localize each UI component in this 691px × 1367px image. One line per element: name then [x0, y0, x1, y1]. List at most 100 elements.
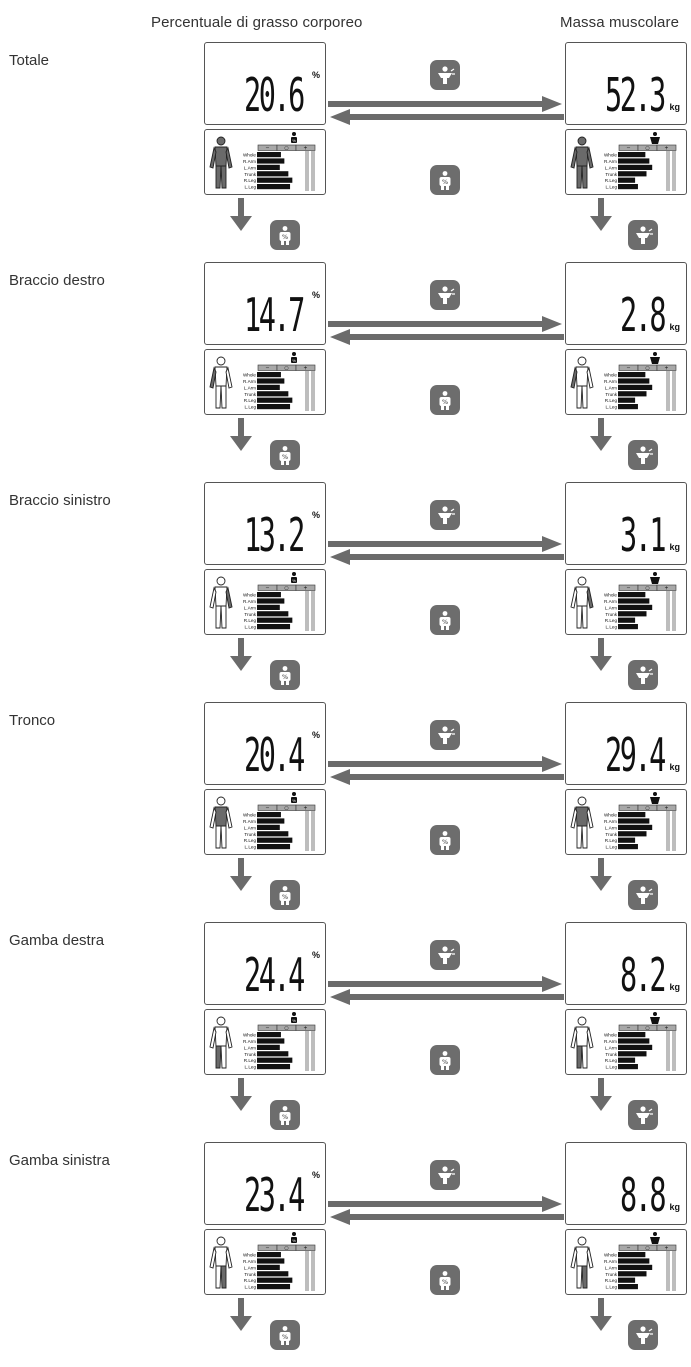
- arrow-left: [330, 769, 564, 785]
- figure-right-arm: [209, 1026, 217, 1049]
- figure-left-leg: [581, 825, 588, 849]
- figure-right-leg: [576, 825, 583, 849]
- arrow-left: [330, 329, 564, 345]
- muscle-mode-icon[interactable]: [430, 60, 460, 90]
- segment-bar: [257, 831, 289, 837]
- scale-mark: ○: [645, 366, 649, 372]
- figure-left-leg: [220, 385, 227, 409]
- fat-mode-icon[interactable]: %: [270, 660, 300, 690]
- figure-right-leg: [215, 385, 222, 409]
- segment-label: Trunk: [244, 1272, 256, 1277]
- scale-header: −○+: [618, 584, 677, 592]
- section-label: Totale: [9, 52, 50, 69]
- reference-column: [305, 591, 309, 631]
- segment-bar: [257, 592, 281, 598]
- fat-mode-icon[interactable]: %: [430, 605, 460, 635]
- muscle-mode-icon[interactable]: [628, 1100, 658, 1130]
- scale-mark: −: [265, 1246, 269, 1252]
- muscle-mode-icon[interactable]: [628, 660, 658, 690]
- segment-bar: [257, 1051, 289, 1057]
- fat-mode-icon[interactable]: %: [430, 165, 460, 195]
- fat-body-figure: [209, 796, 233, 849]
- arrow-down: [590, 418, 612, 451]
- segment-label: Whole: [243, 593, 256, 598]
- figure-left-leg: [220, 1265, 227, 1289]
- segment-bar: [257, 184, 291, 190]
- fat-mode-icon[interactable]: %: [430, 1265, 460, 1295]
- scale-header: −○+: [618, 1024, 677, 1032]
- scale-mark: +: [303, 366, 307, 372]
- segment-label: Whole: [243, 373, 256, 378]
- fat-mode-icon[interactable]: %: [430, 385, 460, 415]
- muscle-mode-icon[interactable]: [430, 280, 460, 310]
- segment-bar: [257, 611, 289, 617]
- segment-label: L.Leg: [606, 405, 618, 410]
- segment-bar: [618, 831, 647, 837]
- fat-mode-icon[interactable]: %: [270, 220, 300, 250]
- figure-left-leg: [220, 1045, 227, 1069]
- section-label: Gamba destra: [9, 932, 105, 949]
- muscle-mode-icon[interactable]: [430, 500, 460, 530]
- reference-column: [305, 1251, 309, 1291]
- segment-label: L.Leg: [606, 1065, 618, 1070]
- fat-body-figure: [209, 136, 233, 189]
- svg-text:%: %: [442, 179, 448, 186]
- fat-mode-icon[interactable]: %: [270, 880, 300, 910]
- muscle-mode-icon[interactable]: [628, 440, 658, 470]
- svg-text:%: %: [292, 358, 296, 363]
- fat-mode-icon[interactable]: %: [270, 1320, 300, 1350]
- figure-right-leg: [576, 1265, 583, 1289]
- segment-bar: [257, 372, 281, 378]
- muscle-mode-icon[interactable]: [628, 880, 658, 910]
- fat-body-figure: [209, 576, 233, 629]
- fat-mode-icon[interactable]: %: [430, 825, 460, 855]
- figure-left-arm: [225, 806, 233, 829]
- muscle-mode-icon[interactable]: [430, 1160, 460, 1190]
- muscle-mode-icon[interactable]: [628, 220, 658, 250]
- reference-column: [666, 811, 670, 851]
- figure-trunk: [575, 366, 589, 387]
- figure-trunk: [214, 1026, 228, 1047]
- fat-unit: %: [311, 950, 320, 960]
- segment-label: Whole: [243, 1033, 256, 1038]
- figure-right-leg: [215, 165, 222, 189]
- fat-display: 14.7%: [204, 262, 326, 345]
- arrow-down: [230, 638, 252, 671]
- svg-text:%: %: [292, 1018, 296, 1023]
- fat-body-figure: [209, 1016, 233, 1069]
- arrow-down: [230, 418, 252, 451]
- segment-label: Trunk: [605, 1272, 617, 1277]
- figure-right-leg: [576, 605, 583, 629]
- segment-label: Whole: [604, 1033, 617, 1038]
- figure-head: [577, 576, 587, 586]
- fat-mode-icon[interactable]: %: [270, 440, 300, 470]
- muscle-mode-icon[interactable]: [430, 720, 460, 750]
- fat-mode-icon[interactable]: %: [430, 1045, 460, 1075]
- figure-left-arm: [586, 806, 594, 829]
- segment-label: R.Arm: [604, 819, 617, 824]
- segment-label: R.Leg: [244, 618, 257, 623]
- arrow-down: [230, 198, 252, 231]
- segment-bar: [618, 171, 647, 177]
- muscle-unit: kg: [669, 762, 680, 772]
- muscle-mode-icon[interactable]: [628, 1320, 658, 1350]
- fat-display: 23.4%: [204, 1142, 326, 1225]
- fat-value: 20.4: [244, 728, 305, 782]
- fat-value: 13.2: [244, 508, 305, 562]
- reference-column: [672, 151, 676, 191]
- muscle-indicator-icon: [650, 792, 660, 804]
- segment-bar: [257, 844, 291, 850]
- muscle-value: 52.3: [605, 68, 666, 122]
- segment-label: R.Arm: [243, 159, 256, 164]
- figure-left-leg: [581, 165, 588, 189]
- fat-mode-icon[interactable]: %: [270, 1100, 300, 1130]
- segment-label: R.Leg: [605, 1058, 618, 1063]
- arrow-down: [590, 1298, 612, 1331]
- muscle-mode-icon[interactable]: [430, 940, 460, 970]
- segment-bar: [618, 1064, 638, 1070]
